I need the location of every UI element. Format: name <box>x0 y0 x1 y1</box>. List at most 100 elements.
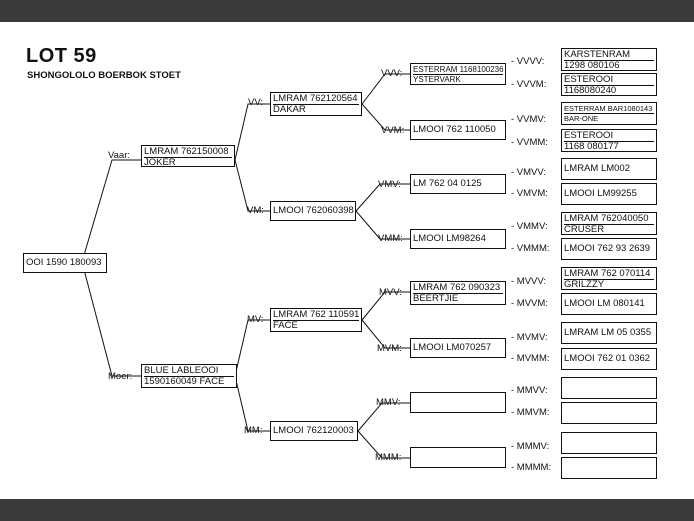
animal-mmmm <box>561 457 657 479</box>
animal-vaar: LMRAM 762150008 JOKER <box>141 145 235 167</box>
animal-mmvm <box>561 402 657 424</box>
animal-vmm-id: LMOOI LM98264 <box>413 233 486 244</box>
animal-vvmv-name: BAR-ONE <box>564 113 654 123</box>
label-vvvm: - VVVM: <box>511 79 547 90</box>
animal-mv: LMRAM 762 110591 FACE <box>270 308 362 332</box>
label-vmmv: - VMMV: <box>511 221 548 232</box>
animal-mvv: LMRAM 762 090323 BEERTJIE <box>410 281 506 305</box>
label-mmm: MMM: <box>375 452 402 463</box>
animal-vv-name: DAKAR <box>273 104 359 115</box>
stud-name: SHONGOLOLO BOERBOK STOET <box>27 70 181 81</box>
animal-self: OOI 1590 180093 <box>23 253 107 273</box>
label-vmv: VMV: <box>378 179 401 190</box>
label-vmvv: - VMVV: <box>511 167 547 178</box>
label-vmvm: - VMVM: <box>511 188 548 199</box>
animal-mvvv: LMRAM 762 070114 GRILZZY <box>561 267 657 290</box>
animal-mmmv <box>561 432 657 454</box>
connector-moer <box>81 261 141 377</box>
animal-vvm-id: LMOOI 762 110050 <box>413 124 496 135</box>
label-vvmm: - VVMM: <box>511 137 548 148</box>
animal-mvm: LMOOI LM070257 <box>410 338 506 358</box>
connector-mm <box>234 375 270 432</box>
animal-mvmm-id: LMOOI 762 01 0362 <box>564 353 651 364</box>
connector-vm <box>234 159 270 212</box>
connector-mmv <box>357 402 410 432</box>
animal-mmvv <box>561 377 657 399</box>
connector-vvm <box>361 103 410 131</box>
label-vv: VV: <box>248 97 263 108</box>
animal-vaar-name: JOKER <box>144 157 232 166</box>
label-mvm: MVM: <box>377 343 402 354</box>
label-vmm: VMM: <box>378 233 403 244</box>
animal-mm-id: LMOOI 762120003 <box>273 425 354 436</box>
animal-vmmm-id: LMOOI 762 93 2639 <box>564 243 651 254</box>
animal-vaar-id: LMRAM 762150008 <box>144 146 229 157</box>
animal-vmm: LMOOI LM98264 <box>410 229 506 249</box>
animal-mv-name: FACE <box>273 320 359 331</box>
label-vvm: VVM: <box>381 125 405 136</box>
label-mvvm: - MVVM: <box>511 298 548 309</box>
connector-vmm <box>355 210 410 240</box>
animal-vvmm-name: 1168 080177 <box>564 141 654 151</box>
animal-mmm <box>410 447 506 468</box>
animal-vmv: LM 762 04 0125 <box>410 174 506 194</box>
label-mvmv: - MVMV: <box>511 332 548 343</box>
animal-self-id: OOI 1590 180093 <box>26 257 102 268</box>
animal-mvmm: LMOOI 762 01 0362 <box>561 348 657 370</box>
label-mvmm: - MVMM: <box>511 353 550 364</box>
animal-mvvm-id: LMOOI LM 080141 <box>564 298 645 309</box>
label-mmvv: - MMVV: <box>511 385 548 396</box>
animal-mvv-name: BEERTJIE <box>413 293 503 304</box>
animal-mvvv-name: GRILZZY <box>564 279 654 289</box>
connector-mvm <box>361 319 410 349</box>
animal-vvmm-id: ESTEROOI <box>564 130 614 141</box>
animal-vmvm-id: LMOOI LM99255 <box>564 188 637 199</box>
animal-vvvv: KARSTENRAM 1298 080106 <box>561 48 657 71</box>
bottom-bar <box>0 499 694 521</box>
animal-vvv-name: YSTERVARK <box>413 74 503 84</box>
animal-moer: BLUE LABLEOOI 1590160049 FACE <box>141 364 237 388</box>
lot-title: LOT 59 <box>26 45 97 67</box>
top-bar <box>0 0 694 22</box>
animal-mm: LMOOI 762120003 <box>270 421 358 441</box>
animal-vm-id: LMOOI 762060398 <box>273 205 354 216</box>
animal-vmmv-name: CRUSER <box>564 224 654 234</box>
animal-vvvm-id: ESTEROOI <box>564 74 614 85</box>
animal-mvmv-id: LMRAM LM 05 0355 <box>564 327 652 338</box>
animal-vvvm-name: 1168080240 <box>564 85 654 95</box>
connector-mvv <box>361 291 410 321</box>
animal-vvmv-id: ESTERRAM BAR1080143 <box>564 104 653 113</box>
connector-vaar <box>81 159 141 263</box>
animal-vmvm: LMOOI LM99255 <box>561 183 657 205</box>
animal-vvvv-name: 1298 080106 <box>564 60 654 70</box>
animal-vmmv-id: LMRAM 762040050 <box>564 213 649 224</box>
connector-vv <box>234 103 270 161</box>
animal-mvv-id: LMRAM 762 090323 <box>413 282 501 293</box>
animal-mv-id: LMRAM 762 110591 <box>273 309 360 320</box>
connector-vvv <box>361 73 410 105</box>
animal-mvm-id: LMOOI LM070257 <box>413 342 492 353</box>
label-mmv: MMV: <box>376 397 401 408</box>
label-mmvm: - MMVM: <box>511 407 550 418</box>
label-vmmm: - VMMM: <box>511 243 550 254</box>
animal-vmv-id: LM 762 04 0125 <box>413 178 482 189</box>
label-vvv: VVV: <box>381 68 403 79</box>
animal-vvv-id: ESTERRAM 1168100236 <box>413 65 504 74</box>
animal-vmvv-id: LMRAM LM002 <box>564 163 630 174</box>
label-vvvv: - VVVV: <box>511 56 545 67</box>
animal-vvv: ESTERRAM 1168100236 YSTERVARK <box>410 63 506 85</box>
label-vaar: Vaar: <box>108 150 131 161</box>
animal-vvvm: ESTEROOI 1168080240 <box>561 73 657 96</box>
connector-mv <box>234 319 270 377</box>
animal-moer-name: 1590160049 FACE <box>144 376 234 387</box>
label-mv: MV: <box>247 314 264 325</box>
label-mvvv: - MVVV: <box>511 276 547 287</box>
animal-vvmm: ESTEROOI 1168 080177 <box>561 129 657 152</box>
label-vvmv: - VVMV: <box>511 114 547 125</box>
animal-vmmm: LMOOI 762 93 2639 <box>561 238 657 260</box>
connector-vmv <box>355 183 410 212</box>
animal-mvvm: LMOOI LM 080141 <box>561 293 657 315</box>
animal-vmvv: LMRAM LM002 <box>561 158 657 180</box>
animal-vvvv-id: KARSTENRAM <box>564 49 630 60</box>
